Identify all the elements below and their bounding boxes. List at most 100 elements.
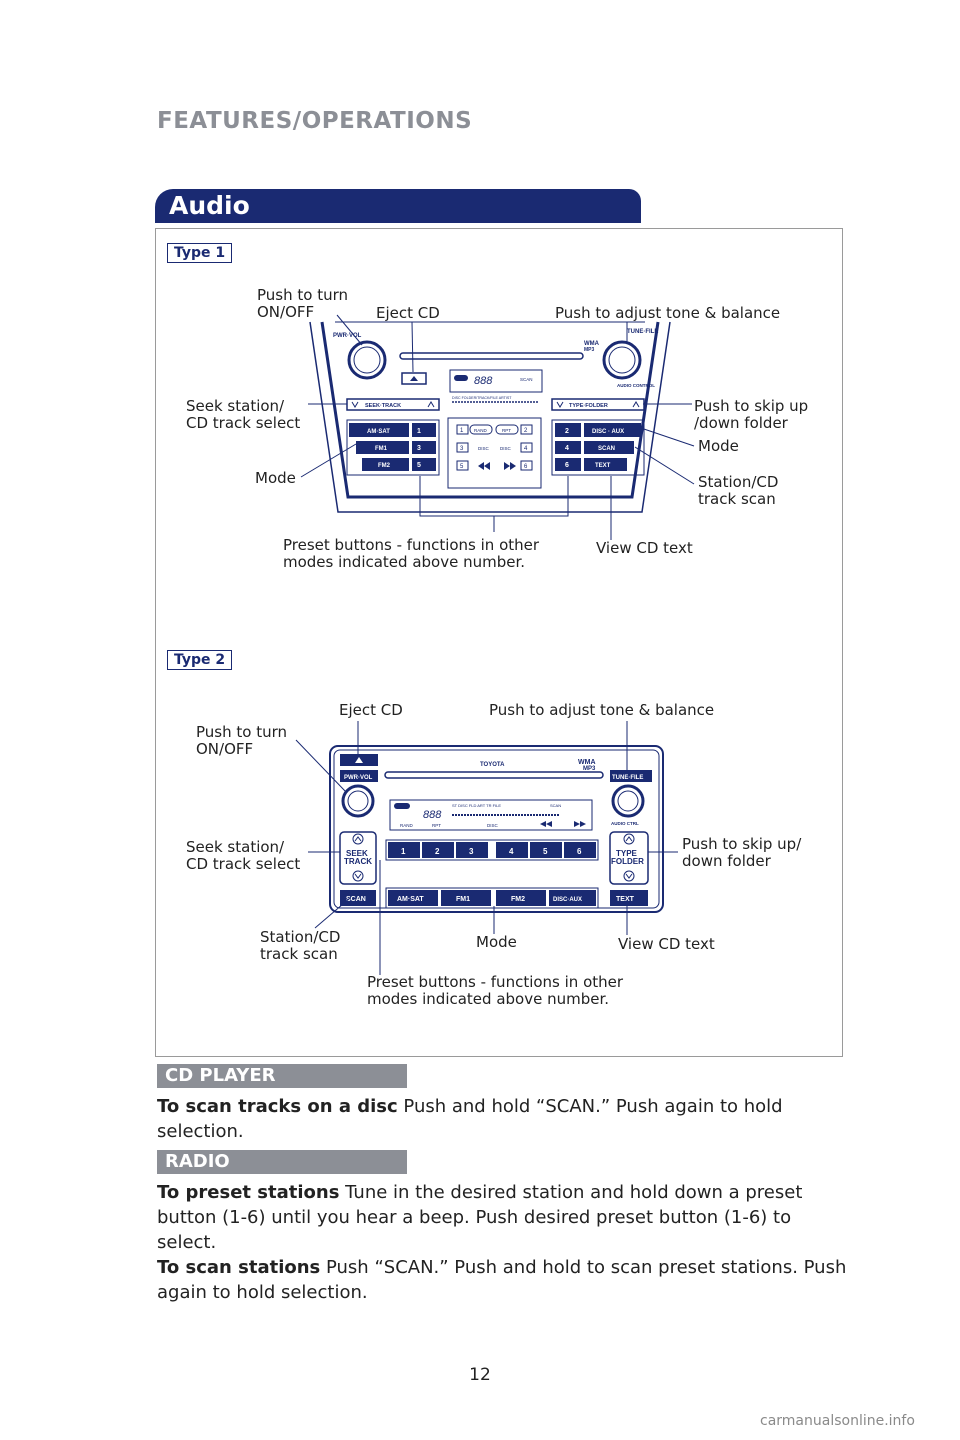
type2-fm2-button[interactable]: FM2	[496, 890, 546, 906]
type1-label-power: Push to turn ON/OFF	[257, 286, 349, 321]
svg-text:FM2: FM2	[511, 896, 525, 903]
type2-seek-track-button[interactable]: SEEK TRACK	[339, 831, 377, 885]
svg-text:AM·SAT: AM·SAT	[367, 429, 390, 435]
type2-wma-text: WMA	[578, 759, 596, 766]
type1-display-header: DISC FOLDER/TRACK/FILE ARTIST	[452, 396, 512, 400]
type2-head-unit: TOYOTA WMA MP3 PWR·VOL TUNE·FILE AUDIO C…	[329, 745, 664, 913]
type2-power-knob[interactable]	[341, 784, 375, 818]
type2-preset-6-button[interactable]: 6	[564, 842, 596, 858]
svg-text:1: 1	[417, 428, 421, 435]
type1-preset-4-button[interactable]: 4	[555, 441, 581, 454]
svg-text:RPT: RPT	[502, 428, 511, 433]
type2-type-folder-button[interactable]: TYPE FOLDER	[609, 831, 649, 885]
svg-text:2: 2	[435, 847, 440, 856]
type2-preset-5-button[interactable]: 5	[530, 842, 562, 858]
type1-preset-5-button[interactable]: 5	[412, 458, 436, 471]
type2-toyota-text: TOYOTA	[480, 762, 505, 768]
svg-text:FM2: FM2	[378, 463, 391, 469]
type2-label-eject: Eject CD	[339, 701, 403, 719]
type2-display-scan: SCAN	[550, 803, 561, 808]
type2-label-power: Push to turn ON/OFF	[196, 723, 288, 758]
type1-leader-lines	[300, 314, 695, 540]
radio-scan-text: Push “SCAN.” Push and hold to scan prese…	[157, 1257, 847, 1303]
type1-label-seek: Seek station/ CD track select	[186, 397, 301, 432]
radio-preset-text: Tune in the desired station and hold dow…	[157, 1182, 803, 1253]
svg-text:SCAN: SCAN	[598, 446, 615, 452]
type2-leader-lines	[295, 721, 678, 975]
svg-text:TYPE·FOLDER: TYPE·FOLDER	[569, 403, 608, 409]
type1-display-number: 888	[474, 375, 493, 387]
svg-text:FOLDER: FOLDER	[611, 857, 644, 866]
type1-head-unit: PWR·VOL TUNE·FILE AUDIO CONTROL WMA MP3 …	[309, 321, 671, 513]
type1-tune-knob[interactable]	[602, 340, 642, 380]
type1-label-preset: Preset buttons - functions in other mode…	[283, 536, 540, 571]
type1-mp3-text: MP3	[584, 347, 595, 353]
type1-tune-file-text: TUNE·FILE	[627, 329, 658, 335]
svg-text:4: 4	[524, 446, 528, 452]
type1-text-button[interactable]: TEXT	[584, 458, 627, 471]
type1-display	[449, 369, 543, 393]
page-number: 12	[469, 1365, 491, 1385]
radio-preset-paragraph: To preset stations Tune in the desired s…	[157, 1180, 847, 1255]
svg-text:DISC · AUX: DISC · AUX	[592, 429, 624, 435]
type2-text-button[interactable]: TEXT	[610, 890, 648, 906]
type1-badge: Type 1	[167, 243, 233, 263]
type2-label-scan: Station/CD track scan	[260, 928, 341, 963]
type2-tune-knob[interactable]	[611, 784, 645, 818]
type2-preset-3-button[interactable]: 3	[456, 842, 488, 858]
svg-text:RAND: RAND	[400, 823, 414, 828]
type1-fm1-button[interactable]: FM1	[356, 441, 409, 454]
type1-preset-2-button[interactable]: 2	[555, 423, 581, 437]
radio-scan-paragraph: To scan stations Push “SCAN.” Push and h…	[157, 1255, 847, 1305]
type2-preset-2-button[interactable]: 2	[422, 842, 454, 858]
type1-display-scan: SCAN	[520, 377, 533, 382]
cd-player-heading: CD PLAYER	[157, 1064, 407, 1088]
type1-am-sat-button[interactable]: AM·SAT	[349, 423, 409, 437]
svg-text:5: 5	[460, 464, 464, 470]
type2-preset-1-button[interactable]: 1	[388, 842, 420, 858]
svg-text:4: 4	[565, 445, 569, 452]
svg-text:3: 3	[469, 847, 474, 856]
watermark: carmanualsonline.info	[760, 1413, 915, 1429]
type1-eject-button[interactable]	[401, 372, 427, 385]
page-header: FEATURES/OPERATIONS	[157, 108, 473, 134]
type1-type-folder-button[interactable]: TYPE·FOLDER	[551, 398, 645, 411]
cd-player-lead: To scan tracks on a disc	[157, 1096, 398, 1117]
type1-label-scan: Station/CD track scan	[698, 473, 779, 508]
type1-power-knob[interactable]	[347, 340, 387, 380]
type1-label-eject: Eject CD	[376, 304, 440, 322]
type2-disc-aux-button[interactable]: DISC·AUX	[549, 890, 596, 906]
type1-scan-button[interactable]: SCAN	[584, 441, 634, 454]
type2-scan-button[interactable]: SCAN	[340, 890, 376, 906]
type1-fm2-button[interactable]: FM2	[362, 458, 409, 471]
svg-text:3: 3	[460, 446, 464, 452]
svg-text:2: 2	[565, 428, 569, 435]
type1-seek-track-button[interactable]: SEEK·TRACK	[346, 398, 440, 411]
type2-preset-4-button[interactable]: 4	[496, 842, 528, 858]
svg-text:SEEK: SEEK	[346, 849, 368, 858]
svg-text:FM1: FM1	[375, 446, 388, 452]
type2-preset-row: 1 2 3 4 5 6	[385, 839, 599, 861]
type2-label-tone: Push to adjust tone & balance	[489, 701, 715, 719]
type2-fm1-button[interactable]: FM1	[441, 890, 491, 906]
type1-preset-3-button[interactable]: 3	[412, 441, 436, 454]
type2-cd-slot	[384, 771, 604, 779]
svg-text:2: 2	[524, 428, 528, 434]
type1-label-text: View CD text	[596, 539, 693, 557]
type1-preset-1-button[interactable]: 1	[412, 423, 436, 437]
type1-preset-6-button[interactable]: 6	[555, 458, 581, 471]
section-title: Audio	[169, 191, 250, 220]
svg-text:DISC: DISC	[487, 823, 499, 828]
type1-disc-aux-button[interactable]: DISC · AUX	[584, 423, 641, 437]
type2-mp3-text: MP3	[583, 766, 596, 772]
svg-text:TRACK: TRACK	[344, 857, 372, 866]
type1-pwr-vol-text: PWR·VOL	[333, 333, 362, 339]
type2-eject-button[interactable]	[340, 754, 378, 766]
svg-text:SCAN: SCAN	[346, 896, 366, 903]
svg-text:3: 3	[417, 445, 421, 452]
type2-tune-file-text: TUNE·FILE	[612, 775, 643, 781]
svg-text:6: 6	[524, 464, 528, 470]
svg-text:5: 5	[543, 847, 548, 856]
type2-am-sat-button[interactable]: AM·SAT	[388, 890, 438, 906]
